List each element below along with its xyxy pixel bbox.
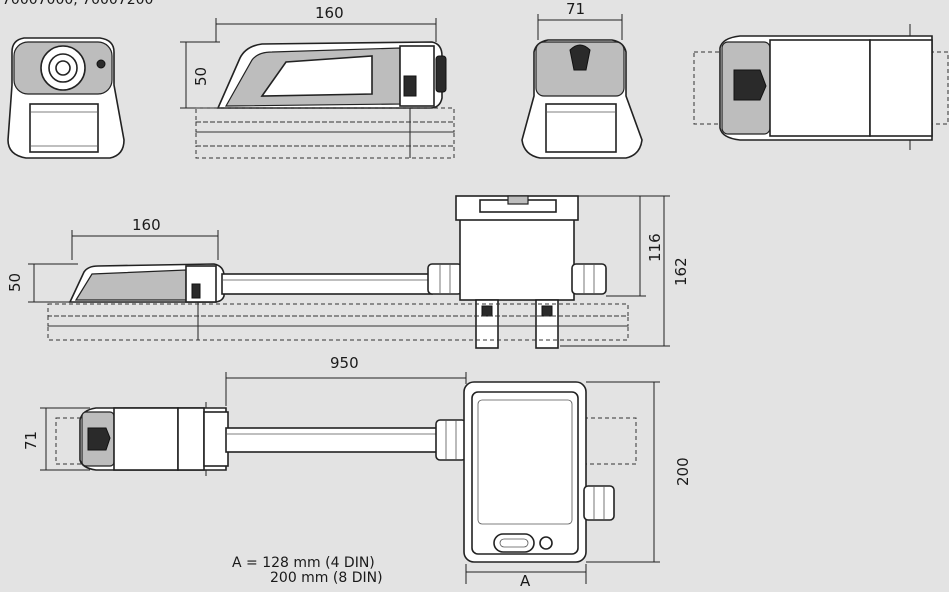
dim-box-length: 200	[674, 457, 692, 486]
rear-view	[7, 37, 125, 159]
dim-bottom-width: 71	[22, 431, 40, 450]
top-view	[693, 24, 949, 150]
side-view-top: 160 50	[180, 4, 455, 159]
note-a-line2: 200 mm (8 DIN)	[270, 570, 383, 586]
dim-mid-length: 160	[132, 216, 161, 234]
dim-top-height: 50	[192, 67, 210, 86]
dim-front-width: 71	[566, 0, 585, 18]
top-view-with-box: 950 71 200 A	[22, 354, 692, 590]
dim-cable-length: 950	[330, 354, 359, 372]
front-view: 71	[521, 0, 643, 159]
dim-top-length: 160	[315, 4, 344, 22]
dim-box-height: 116	[646, 233, 664, 262]
dim-total-height: 162	[672, 257, 690, 286]
dim-mid-height: 50	[6, 273, 24, 292]
part-numbers-label: 70007000, 70007200	[2, 0, 153, 8]
note-a-line1: A = 128 mm (4 DIN)	[232, 555, 375, 571]
dim-box-width-label: A	[520, 572, 531, 587]
side-view-with-box: 160 50 116 162	[6, 195, 690, 349]
